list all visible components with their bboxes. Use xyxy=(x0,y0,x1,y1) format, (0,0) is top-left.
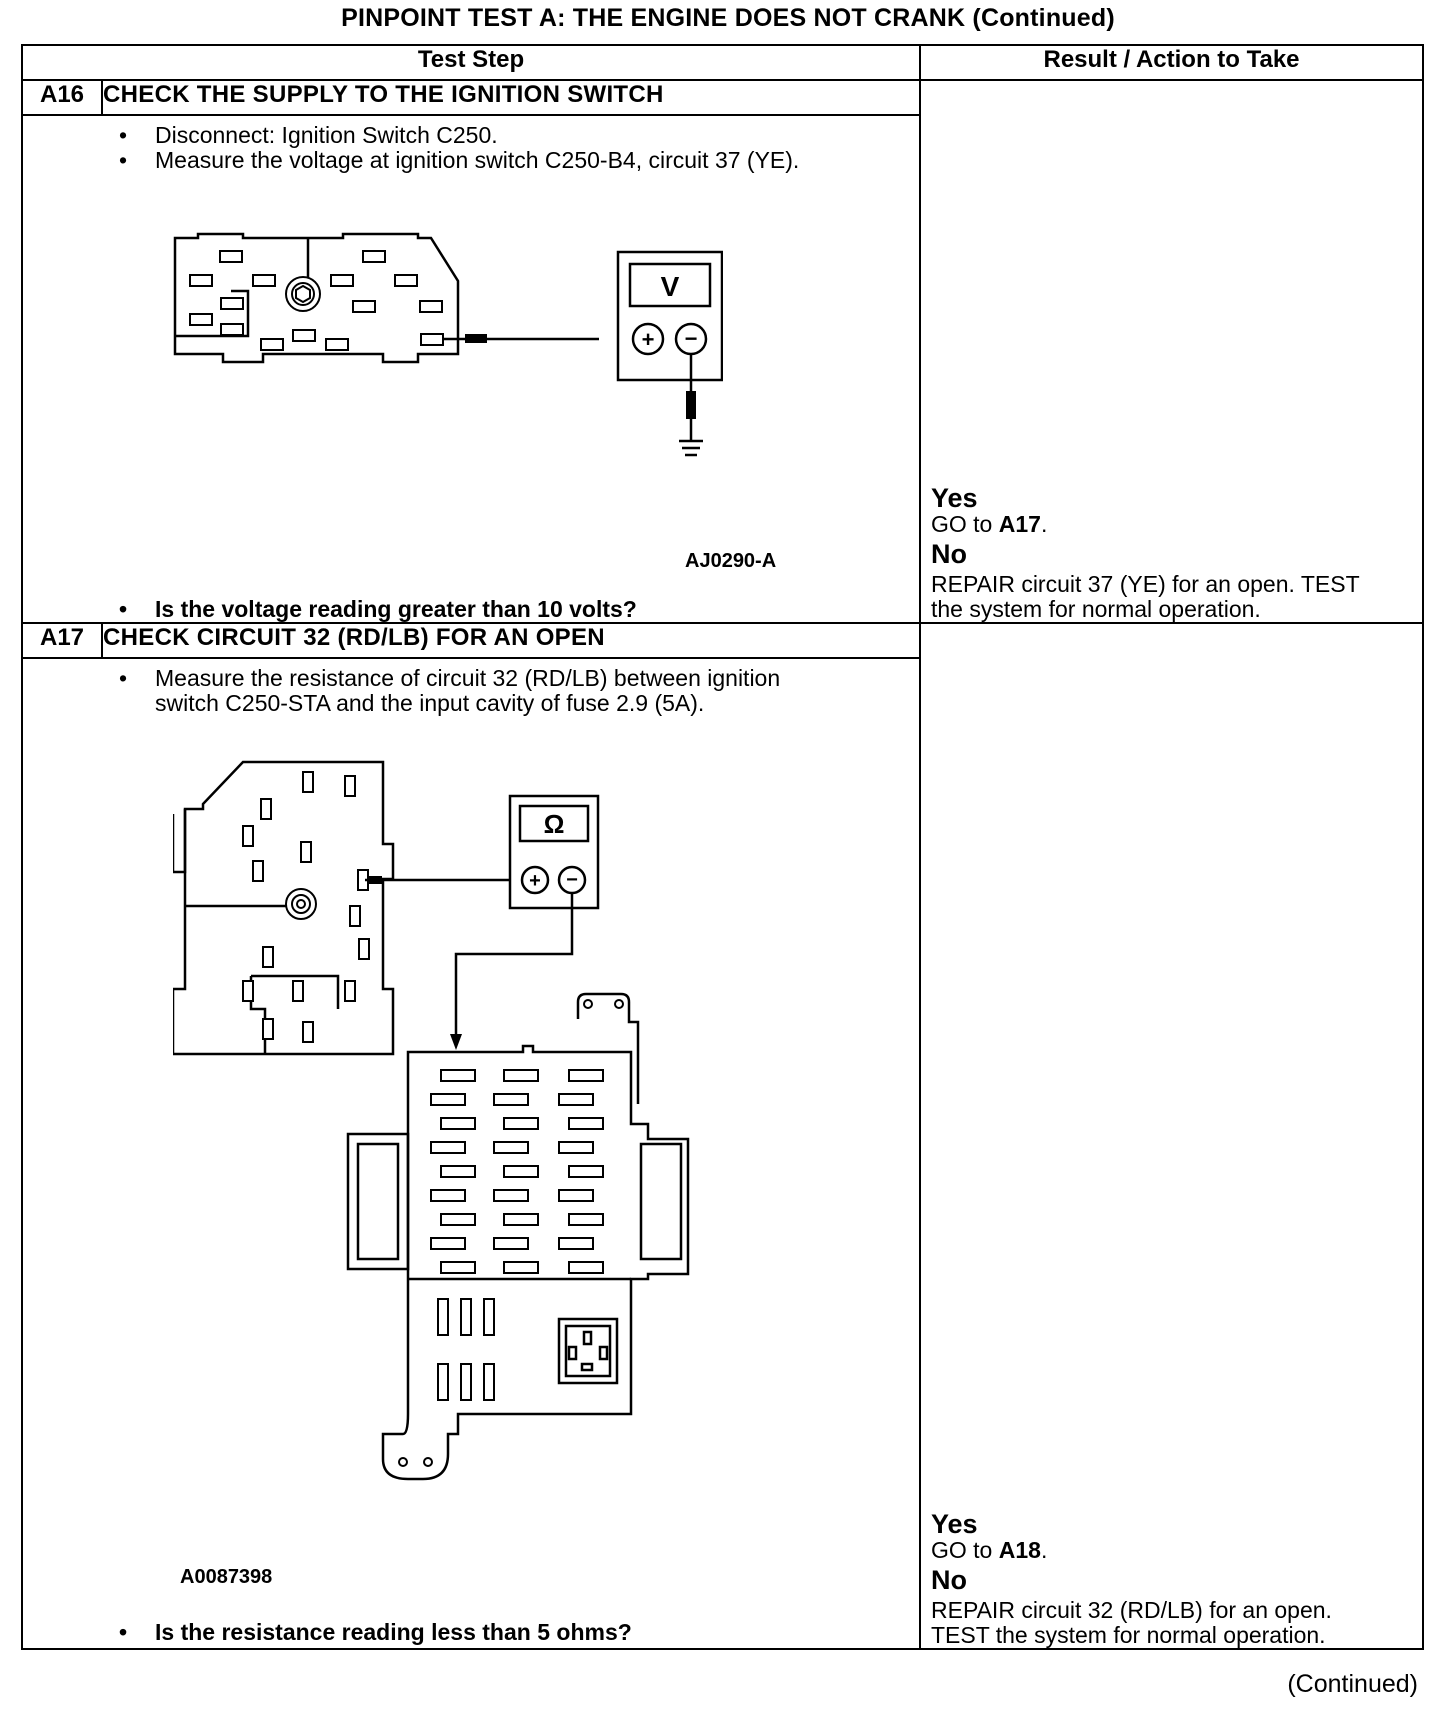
header-result: Result / Action to Take xyxy=(919,44,1424,81)
step-title: CHECK THE SUPPLY TO THE IGNITION SWITCH xyxy=(101,79,921,116)
meter-minus-label: − xyxy=(566,869,578,891)
result-no-action-line: REPAIR circuit 32 (RD/LB) for an open. xyxy=(931,1597,1332,1623)
result-yes-label: Yes xyxy=(931,1509,978,1539)
ignition-switch-voltmeter-diagram: V + − xyxy=(173,232,723,457)
meter-plus-label: + xyxy=(642,327,655,352)
step-a16-title-row: A16 CHECK THE SUPPLY TO THE IGNITION SWI… xyxy=(21,79,1424,624)
step-a17-body-row: •Measure the resistance of circuit 32 (R… xyxy=(21,657,1423,1650)
continued-label: (Continued) xyxy=(1287,1670,1418,1698)
step-a17-body: •Measure the resistance of circuit 32 (R… xyxy=(21,657,921,1650)
meter-minus-label: − xyxy=(685,326,698,351)
result-no-action-line: TEST the system for normal operation. xyxy=(931,1622,1326,1648)
step-a16-body-row: •Disconnect: Ignition Switch C250. •Meas… xyxy=(21,114,1423,624)
step-id: A17 xyxy=(21,622,103,659)
figure-id: A0087398 xyxy=(180,1566,273,1588)
meter-symbol: Ω xyxy=(544,809,565,839)
ignition-switch-fuse-box-ohmmeter-diagram: Ω + − xyxy=(173,760,690,1481)
step-a16-result: Yes GO to A17. No REPAIR circuit 37 (YE)… xyxy=(919,79,1424,624)
meter-plus-label: + xyxy=(529,870,541,892)
result-yes-action: GO to A17. xyxy=(931,511,1048,537)
step-id: A16 xyxy=(21,79,103,116)
step-a17-result: Yes GO to A18. No REPAIR circuit 32 (RD/… xyxy=(919,622,1424,1650)
meter-symbol: V xyxy=(661,271,680,302)
result-no-label: No xyxy=(931,1565,967,1595)
header-test-step: Test Step xyxy=(21,44,921,81)
step-title: CHECK CIRCUIT 32 (RD/LB) FOR AN OPEN xyxy=(101,622,921,659)
step-a17-title-row: A17 CHECK CIRCUIT 32 (RD/LB) FOR AN OPEN… xyxy=(21,622,1424,1650)
fuse-slots xyxy=(430,1069,604,1401)
result-no-action-line: REPAIR circuit 37 (YE) for an open. TEST xyxy=(931,571,1360,597)
table-header-row: Test Step Result / Action to Take xyxy=(21,44,1424,81)
fuse-box xyxy=(346,992,690,1481)
step-a16-body: •Disconnect: Ignition Switch C250. •Meas… xyxy=(21,114,921,624)
ground-icon xyxy=(679,439,703,457)
relay-socket xyxy=(557,1317,619,1385)
page-title: PINPOINT TEST A: THE ENGINE DOES NOT CRA… xyxy=(341,4,1115,32)
figure-id: AJ0290-A xyxy=(685,550,777,572)
result-yes-action: GO to A18. xyxy=(931,1537,1048,1563)
pinpoint-test-table: Test Step Result / Action to Take A16 CH… xyxy=(21,44,1424,1650)
result-yes-label: Yes xyxy=(931,483,978,513)
result-no-label: No xyxy=(931,539,967,569)
result-no-action-line: the system for normal operation. xyxy=(931,596,1261,622)
